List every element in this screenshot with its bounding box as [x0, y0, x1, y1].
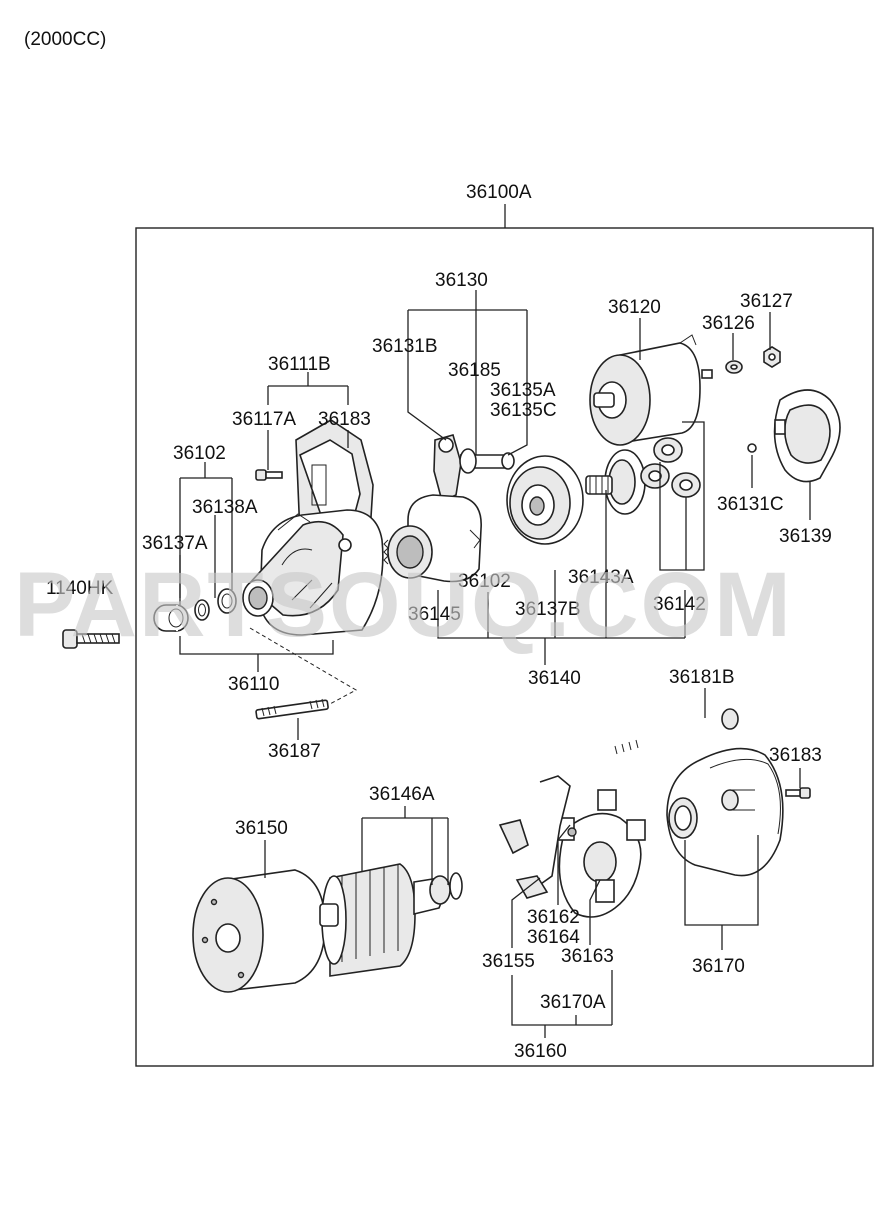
assembly-number[interactable]: 36100A	[466, 182, 532, 203]
through-bolt-drawing	[608, 708, 739, 755]
solenoid-drawing	[589, 334, 713, 446]
internal-gear-drawing	[506, 455, 584, 545]
label-36164[interactable]: 36164	[527, 927, 580, 948]
label-36110[interactable]: 36110	[228, 674, 279, 695]
label-36102-center[interactable]: 36102	[458, 571, 511, 592]
label-36163[interactable]: 36163	[561, 946, 614, 967]
label-36102-upper[interactable]: 36102	[173, 443, 226, 464]
label-36183-lower[interactable]: 36183	[769, 745, 822, 766]
label-36130[interactable]: 36130	[435, 270, 488, 291]
label-36137b[interactable]: 36137B	[515, 599, 581, 620]
planet-gears-drawing	[640, 437, 701, 498]
label-36127[interactable]: 36127	[740, 291, 793, 312]
front-housing-drawing	[242, 419, 384, 636]
armature-drawing	[319, 863, 463, 977]
label-36170a[interactable]: 36170A	[540, 992, 606, 1013]
washer-drawing	[194, 588, 237, 621]
label-36183-upper[interactable]: 36183	[318, 409, 371, 430]
label-36181b[interactable]: 36181B	[669, 667, 735, 688]
label-36138a[interactable]: 36138A	[192, 497, 258, 518]
yoke-drawing	[192, 869, 326, 993]
label-36187[interactable]: 36187	[268, 741, 321, 762]
nut-washer-drawing	[725, 346, 781, 374]
clutch-36145-drawing	[383, 494, 482, 583]
label-36150[interactable]: 36150	[235, 818, 288, 839]
label-36120[interactable]: 36120	[608, 297, 661, 318]
label-36160[interactable]: 36160	[514, 1041, 567, 1062]
label-36131b[interactable]: 36131B	[372, 336, 438, 357]
label-1140hk[interactable]: 1140HK	[46, 578, 114, 599]
carrier-drawing	[585, 449, 646, 515]
leader-lines	[179, 290, 811, 1038]
label-36146a[interactable]: 36146A	[369, 784, 435, 805]
label-36145[interactable]: 36145	[408, 604, 461, 625]
label-36155[interactable]: 36155	[482, 951, 535, 972]
screw-36183-drawing	[785, 787, 811, 799]
variant-label: (2000CC)	[24, 29, 106, 50]
watermark: PARTSOUQ.COM	[14, 554, 793, 656]
label-36142[interactable]: 36142	[653, 594, 706, 615]
label-36143a[interactable]: 36143A	[568, 567, 634, 588]
rear-cover-drawing	[666, 747, 784, 877]
label-36126[interactable]: 36126	[702, 313, 755, 334]
label-36162[interactable]: 36162	[527, 907, 580, 928]
lever-drawing	[433, 434, 515, 503]
label-36137a[interactable]: 36137A	[142, 533, 208, 554]
label-36170[interactable]: 36170	[692, 956, 745, 977]
screw-36117a-drawing	[255, 469, 283, 481]
label-36185[interactable]: 36185	[448, 360, 501, 381]
assembly-frame	[135, 227, 874, 1067]
label-36117a[interactable]: 36117A	[232, 409, 296, 430]
label-36131c[interactable]: 36131C	[717, 494, 784, 515]
bushing-drawing	[153, 604, 189, 632]
label-36135a[interactable]: 36135A	[490, 380, 556, 401]
label-36111b[interactable]: 36111B	[268, 354, 331, 375]
stud-36187-drawing	[255, 698, 329, 720]
label-36135c[interactable]: 36135C	[490, 400, 557, 421]
boot-drawing	[747, 389, 841, 483]
bolt-1140hk-drawing	[62, 629, 120, 649]
brush-holder-drawing	[498, 775, 646, 918]
stud-hidden-line	[249, 627, 358, 705]
label-36139[interactable]: 36139	[779, 526, 832, 547]
label-36140[interactable]: 36140	[528, 668, 581, 689]
